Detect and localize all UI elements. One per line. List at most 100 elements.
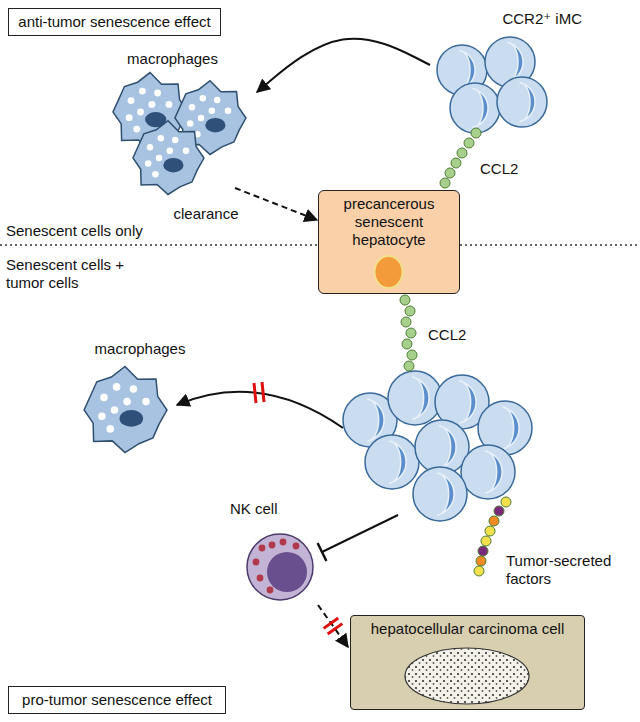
vesicle (130, 385, 138, 393)
vesicle (147, 144, 153, 150)
monocyte-cell (415, 420, 469, 474)
cell-nucleus (485, 451, 502, 493)
chemokine-label: CCL2 (428, 326, 466, 344)
tumor-factor-dot (481, 536, 491, 546)
macrophage-group: macrophages (90, 50, 255, 190)
cell-body (84, 366, 167, 452)
box-text: pro-tumor senescence effect (15, 691, 219, 709)
chemokine-dot (471, 128, 481, 138)
monocyte-cell (388, 371, 442, 425)
nk-cell (247, 534, 313, 600)
vesicle (113, 383, 121, 391)
tumor-factor-dot (485, 526, 495, 536)
cell-nucleus (389, 441, 406, 483)
vesicle (214, 97, 220, 103)
vesicle (137, 109, 144, 116)
vesicle (142, 398, 150, 406)
monocyte-cell (413, 467, 467, 521)
box-text: anti-tumor senescence effect (15, 13, 214, 31)
tumor-factor-dot (501, 497, 511, 507)
effect-label-box: pro-tumor senescence effect (8, 686, 226, 714)
condition-label: Senescent cells only (6, 222, 143, 240)
vesicle (189, 104, 195, 110)
cell-label: macrophages (90, 50, 255, 68)
chemokine-dot (407, 350, 417, 360)
block-bar (262, 382, 264, 402)
monocyte-cell (461, 445, 515, 499)
cell-body (388, 371, 442, 425)
cell-body (415, 420, 469, 474)
cell-nucleus (437, 473, 454, 515)
vesicle (183, 148, 189, 154)
vesicle (100, 394, 108, 402)
cell-nucleus (163, 158, 183, 172)
tumor-factor-dot (476, 556, 486, 566)
vesicle (128, 97, 135, 104)
condition-label: Senescent cells + tumor cells (6, 256, 141, 292)
chemokine-label: CCL2 (480, 160, 518, 178)
granule (267, 587, 274, 594)
cell-label: NK cell (230, 500, 330, 518)
cell-body (133, 121, 204, 195)
monocyte-cell (365, 435, 419, 489)
vesicle (98, 413, 106, 421)
vesicle (133, 126, 140, 133)
inhibition-line (322, 515, 398, 552)
blocked-arrow (177, 392, 343, 428)
vesicle (166, 101, 173, 108)
vesicle (187, 120, 193, 126)
chemokine-dot (445, 168, 455, 178)
cell-body (413, 467, 467, 521)
cell-nucleus (205, 118, 225, 132)
monocyte-cell (450, 83, 500, 133)
tumor-factor-dot (474, 566, 484, 576)
vesicle (126, 114, 133, 121)
chemokine-dot (464, 138, 474, 148)
vesicle (198, 115, 204, 121)
vesicle (107, 425, 115, 433)
granule (280, 539, 287, 546)
vesicle (200, 95, 206, 101)
chemokine-dot (451, 158, 461, 168)
cell-nucleus (267, 552, 307, 592)
vesicle (139, 88, 146, 95)
cell-label: macrophages (70, 340, 210, 358)
granule (253, 559, 260, 566)
chemokine-dot (440, 178, 450, 188)
cell-nucleus (412, 377, 429, 419)
chemokine-dot (402, 339, 412, 349)
monocyte-cell (497, 77, 547, 127)
tumor-factor-dot (478, 546, 488, 556)
vesicle (225, 108, 231, 114)
tumor-nucleus (351, 644, 583, 708)
cell-nucleus (120, 410, 144, 427)
macrophage-cell-group: macrophages (70, 340, 210, 450)
vesicle (209, 108, 215, 114)
nk-cell-group: NK cell (230, 500, 330, 605)
macrophage-cell (133, 121, 204, 195)
cell-body (450, 83, 500, 133)
cell-nucleus (520, 83, 536, 122)
factor-label: Tumor-secreted factors (506, 552, 626, 588)
tumor-factor-dot (494, 506, 504, 516)
granule (257, 575, 264, 582)
vesicle (167, 148, 173, 154)
box-text: precancerous senescent hepatocyte (325, 195, 453, 249)
chemokine-dot (406, 328, 416, 338)
cell-body (247, 534, 313, 600)
effect-label-box: anti-tumor senescence effect (8, 8, 221, 36)
cell-body (365, 435, 419, 489)
nucleus-shape (405, 648, 529, 704)
imc-group: CCR2⁺ iMC (430, 10, 630, 128)
cell-nucleus (439, 426, 456, 468)
vesicle (158, 135, 164, 141)
senescent-nucleus (319, 252, 458, 292)
block-bar (254, 383, 256, 403)
vesicle (172, 137, 178, 143)
cell-body (497, 77, 547, 127)
cell-nucleus (473, 89, 489, 128)
connector-arrow (318, 605, 348, 647)
edge-label: clearance (171, 205, 240, 223)
cell-nucleus (459, 381, 476, 423)
